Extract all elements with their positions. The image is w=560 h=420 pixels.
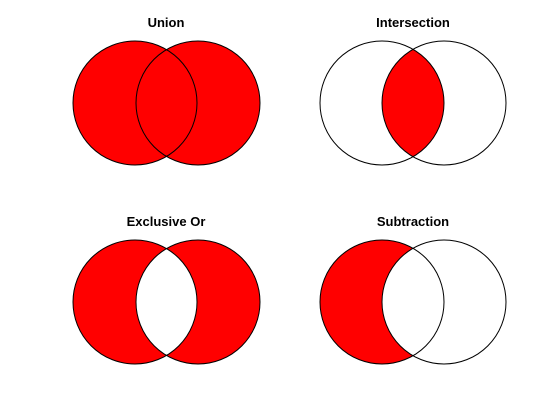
subtraction-fill	[320, 240, 444, 364]
panel-exclusive-or: Exclusive Or	[72, 214, 261, 365]
circle-b	[381, 239, 507, 365]
circle-a	[319, 40, 445, 166]
circle-b	[381, 40, 507, 166]
panel-union: Union	[72, 15, 261, 166]
panel-title-intersection: Intersection	[376, 15, 450, 30]
circle-b	[135, 40, 261, 166]
union-fill	[73, 41, 260, 165]
xor-fill	[73, 240, 260, 364]
panel-intersection: Intersection	[319, 15, 507, 166]
panel-title-union: Union	[148, 15, 185, 30]
circle-a	[72, 239, 198, 365]
intersection-fill	[382, 41, 444, 165]
panel-title-subtraction: Subtraction	[377, 214, 449, 229]
subtraction-outlines	[319, 239, 507, 365]
circle-b	[135, 239, 261, 365]
intersection-outlines	[319, 40, 507, 166]
panel-subtraction: Subtraction	[319, 214, 507, 365]
panel-title-exclusive-or: Exclusive Or	[127, 214, 206, 229]
xor-outlines	[72, 239, 261, 365]
circle-a	[72, 40, 198, 166]
circle-a	[319, 239, 445, 365]
union-outlines	[72, 40, 261, 166]
